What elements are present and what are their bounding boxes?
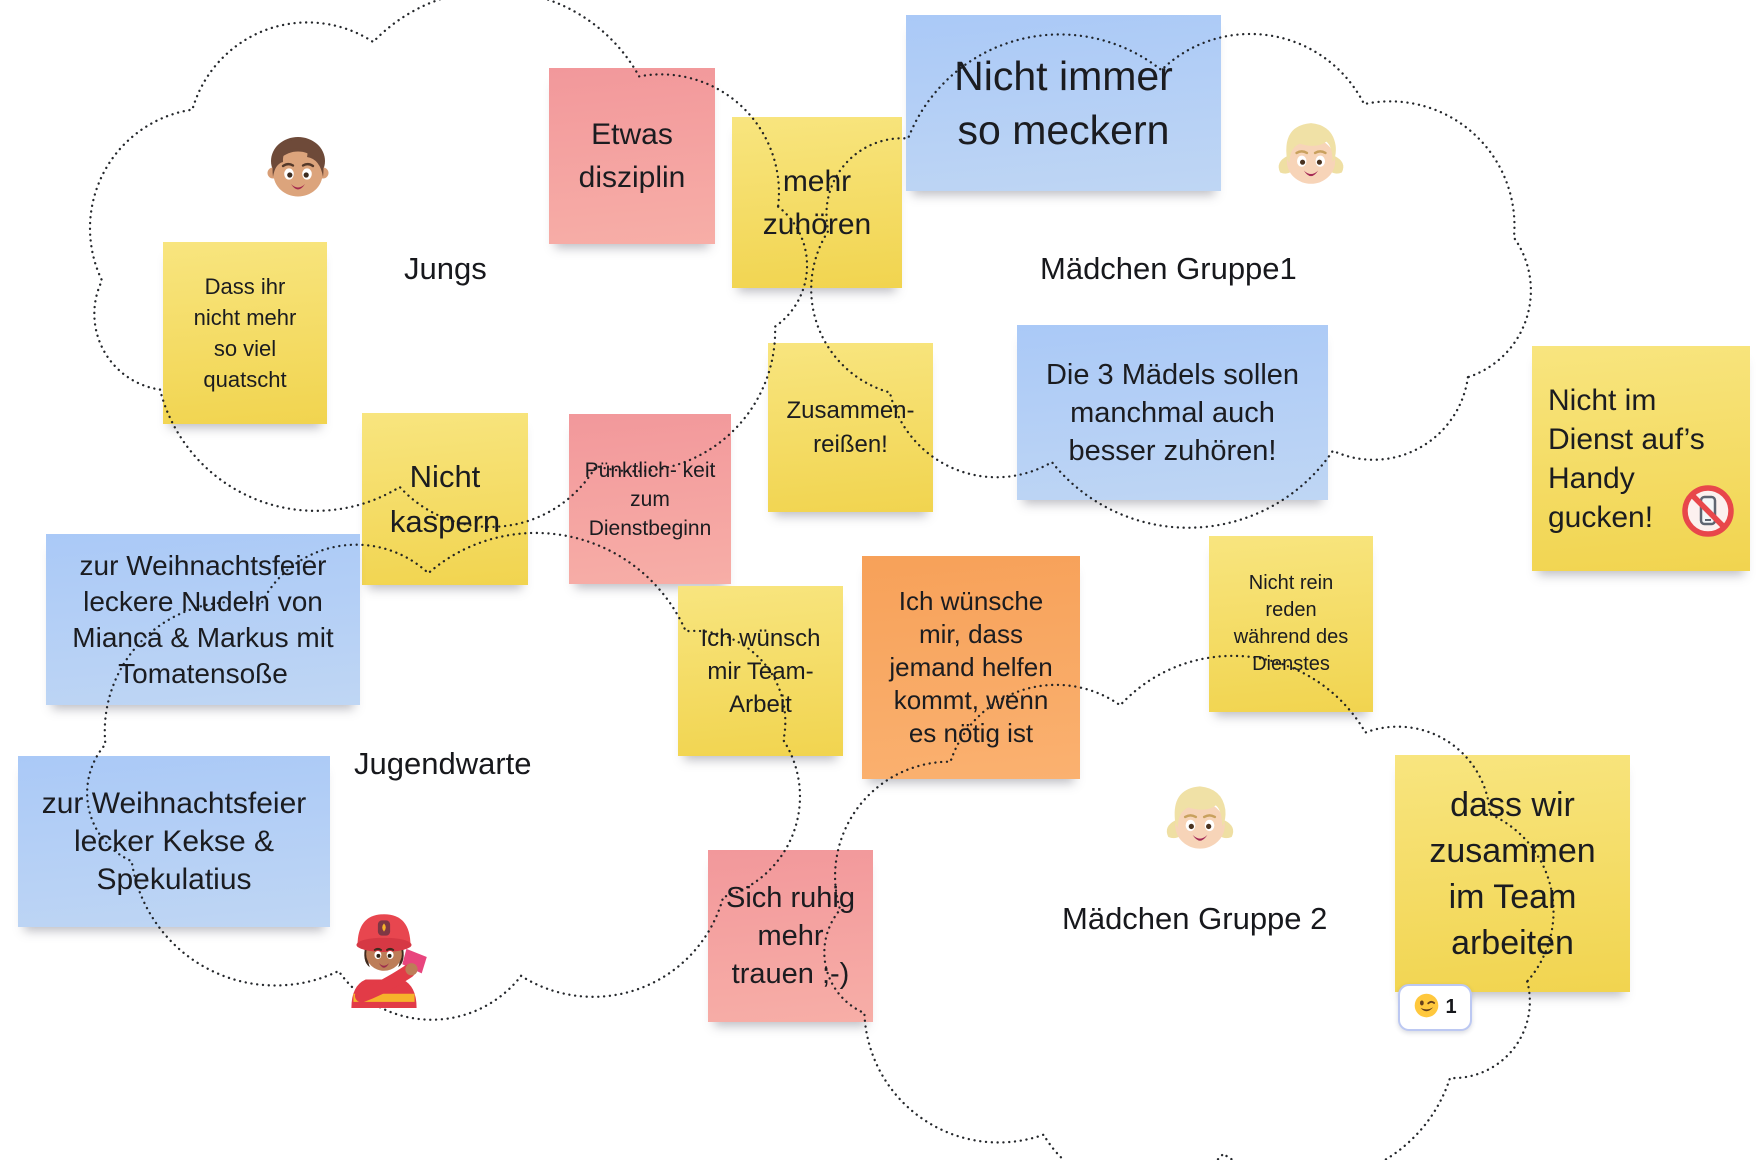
sticky-note-helfen[interactable]: Ich wünsche mir, dass jemand helfen komm… xyxy=(862,556,1080,779)
sticky-note-zusammenreissen[interactable]: Zusammen- reißen! xyxy=(768,343,933,512)
sticky-note-trauen[interactable]: Sich ruhig mehr trauen ;-) xyxy=(708,850,873,1022)
girl-avatar-gruppe1[interactable] xyxy=(1274,117,1348,196)
sticky-note-text: Ich wünsch mir Team- Arbeit xyxy=(700,624,821,718)
sticky-note-text: dass wir zusammen im Team arbeiten xyxy=(1429,785,1596,962)
cloud-label-jungs[interactable]: Jungs xyxy=(404,251,487,286)
sticky-note-nudeln[interactable]: zur Weihnachtsfeier leckere Nudeln von M… xyxy=(46,534,360,705)
sticky-note-3-maedels[interactable]: Die 3 Mädels sollen manchmal auch besser… xyxy=(1017,325,1328,500)
sticky-note-quatscht[interactable]: Dass ihr nicht mehr so viel quatscht xyxy=(163,242,327,424)
sticky-note-text: Etwas disziplin xyxy=(578,118,686,194)
boy-avatar[interactable] xyxy=(262,131,334,208)
girl-emoji-icon xyxy=(1278,123,1344,184)
reaction-badge[interactable]: 1 xyxy=(1398,984,1472,1031)
sticky-note-text: Nicht kaspern xyxy=(389,459,501,539)
sticky-note-etwas-disziplin[interactable]: Etwas disziplin xyxy=(549,68,715,244)
sticky-note-text: Ich wünsche mir, dass jemand helfen komm… xyxy=(889,586,1053,748)
sticky-note-text: Sich ruhig mehr trauen ;-) xyxy=(726,882,855,990)
sticky-note-handy[interactable]: Nicht im Dienst auf’s Handy gucken! xyxy=(1532,346,1750,571)
sticky-note-nicht-reinreden[interactable]: Nicht rein reden während des Dienstes xyxy=(1209,536,1373,712)
boy-emoji-icon xyxy=(267,137,329,197)
sticky-note-text: Nicht rein reden während des Dienstes xyxy=(1233,572,1349,675)
reaction-count: 1 xyxy=(1445,996,1457,1018)
winking-face-emoji-icon xyxy=(1413,992,1440,1024)
girl-emoji-icon xyxy=(1166,786,1234,849)
sticky-note-text: Nicht im Dienst auf’s Handy gucken! xyxy=(1548,383,1705,534)
sticky-note-text: Die 3 Mädels sollen manchmal auch besser… xyxy=(1045,358,1300,467)
no-mobile-phone-icon xyxy=(1680,483,1736,549)
cloud-label-maedchen-gruppe2[interactable]: Mädchen Gruppe 2 xyxy=(1062,901,1328,936)
sticky-note-team-arbeiten[interactable]: dass wir zusammen im Team arbeiten xyxy=(1395,755,1630,992)
sticky-note-text: Pünktlich- keit zum Dienstbeginn xyxy=(584,458,716,540)
sticky-note-mehr-zuhoeren[interactable]: mehr zuhören xyxy=(732,117,902,288)
sticky-note-nicht-meckern[interactable]: Nicht immer so meckern xyxy=(906,15,1221,191)
sticky-note-text: Zusammen- reißen! xyxy=(786,396,915,458)
sticky-note-puenktlichkeit[interactable]: Pünktlich- keit zum Dienstbeginn xyxy=(569,414,731,584)
firefighter-emoji-icon xyxy=(351,914,427,1008)
firefighter-avatar[interactable] xyxy=(335,900,433,1013)
sticky-note-text: Dass ihr nicht mehr so viel quatscht xyxy=(193,274,297,392)
sticky-note-text: zur Weihnachtsfeier lecker Kekse & Speku… xyxy=(41,786,307,896)
sticky-note-teamarbeit[interactable]: Ich wünsch mir Team- Arbeit xyxy=(678,586,843,756)
cloud-label-maedchen-gruppe1[interactable]: Mädchen Gruppe1 xyxy=(1040,251,1297,286)
girl-avatar-gruppe2[interactable] xyxy=(1162,780,1238,861)
sticky-note-text: zur Weihnachtsfeier leckere Nudeln von M… xyxy=(72,549,334,689)
sticky-note-kekse[interactable]: zur Weihnachtsfeier lecker Kekse & Speku… xyxy=(18,756,330,927)
sticky-note-nicht-kaspern[interactable]: Nicht kaspern xyxy=(362,413,528,585)
sticky-note-text: mehr zuhören xyxy=(762,164,872,241)
cloud-label-jugendwarte[interactable]: Jugendwarte xyxy=(354,746,532,781)
sticky-note-text: Nicht immer so meckern xyxy=(954,53,1173,153)
